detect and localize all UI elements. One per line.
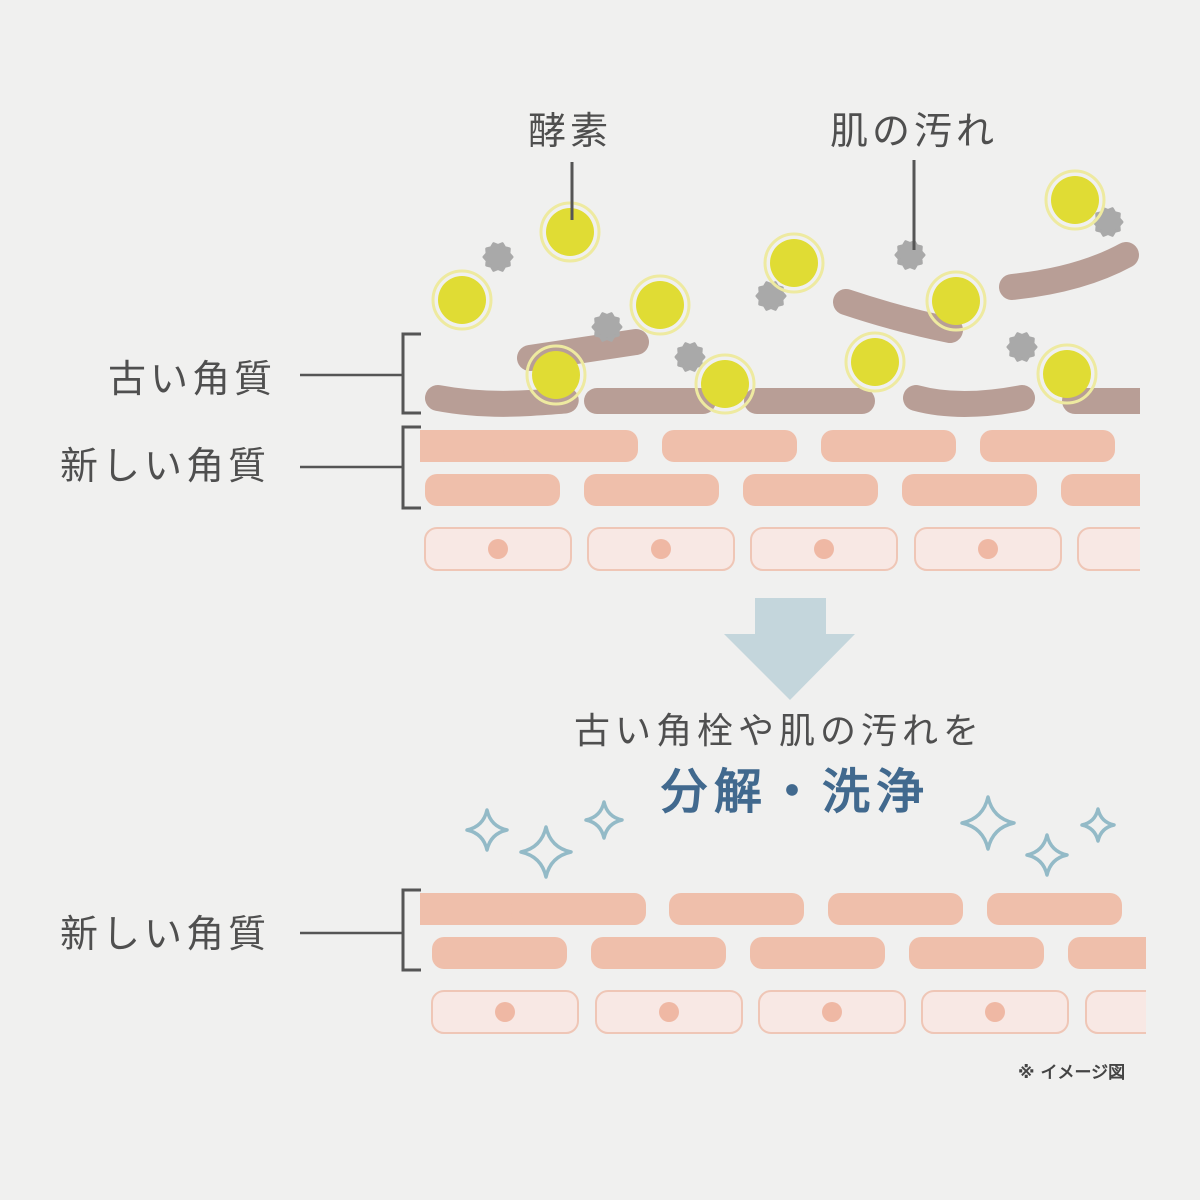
new-keratin-bracket-bottom [401, 888, 421, 972]
enzyme-particle [701, 360, 749, 408]
new-keratin-brick [591, 937, 726, 969]
dirt-particle [674, 342, 706, 372]
sparkle-icon [960, 795, 1016, 851]
new-keratin-brick [1061, 474, 1140, 506]
cell-nucleus [822, 1002, 842, 1022]
new-keratin-brick [909, 937, 1044, 969]
new-keratin-bracket-top [401, 425, 421, 510]
new-keratin-label-bottom: 新しい角質 [60, 912, 271, 956]
new-keratin-brick [987, 893, 1122, 925]
enzyme-ring [844, 331, 906, 393]
cell-nucleus [978, 539, 998, 559]
new-keratin-brick [750, 937, 885, 969]
enzyme-ring [763, 232, 825, 294]
enzyme-ring [1044, 169, 1106, 231]
enzyme-ring [431, 269, 493, 331]
old-keratin-flake [903, 385, 1035, 417]
sparkle-icon [1080, 807, 1116, 843]
old-keratin-flake [833, 289, 963, 343]
sparkle-icon [519, 825, 573, 879]
new-keratin-brick [584, 474, 719, 506]
new-keratin-brick [902, 474, 1037, 506]
cell-nucleus [659, 1002, 679, 1022]
new-keratin-brick [1068, 937, 1146, 969]
sparkle-icon [584, 800, 624, 840]
enzyme-particle [636, 281, 684, 329]
skin-dirt-label: 肌の汚れ [830, 109, 999, 153]
headline-decompose-cleanse: 分解・洗浄 [660, 764, 931, 820]
dirt-particle [894, 240, 926, 270]
cell-nucleus [488, 539, 508, 559]
cell-nucleus [651, 539, 671, 559]
new-keratin-brick [980, 430, 1115, 462]
enzyme-ring [525, 344, 587, 406]
new-keratin-brick [420, 893, 535, 925]
enzyme-ring [629, 274, 691, 336]
old-keratin-flake [425, 385, 579, 417]
skin-cell [1085, 990, 1146, 1034]
enzyme-particle [438, 276, 486, 324]
caption-line: 古い角栓や肌の汚れを [574, 711, 985, 752]
dirt-particle [755, 281, 787, 311]
old-keratin-bracket [401, 332, 421, 415]
new-keratin-brick [425, 474, 560, 506]
enzyme-ring [694, 353, 756, 415]
sparkle-icon [465, 808, 509, 852]
new-keratin-brick [511, 893, 646, 925]
new-keratin-brick [432, 937, 567, 969]
enzyme-particle [532, 351, 580, 399]
dirt-particle [482, 242, 514, 272]
enzyme-particle [770, 239, 818, 287]
enzyme-label: 酵素 [528, 109, 613, 153]
new-keratin-brick [662, 430, 797, 462]
enzyme-particle [932, 277, 980, 325]
new-keratin-brick [828, 893, 963, 925]
enzyme-particle [1051, 176, 1099, 224]
new-keratin-brick [503, 430, 638, 462]
skin-cell [1077, 527, 1140, 571]
enzyme-ring [1036, 343, 1098, 405]
enzyme-ring [539, 201, 601, 263]
down-arrow-icon [724, 598, 855, 700]
image-note: ※ イメージ図 [1018, 1063, 1126, 1083]
cell-nucleus [985, 1002, 1005, 1022]
enzyme-particle [546, 208, 594, 256]
dirt-particle [1092, 207, 1124, 237]
cell-nucleus [1149, 1002, 1169, 1022]
cell-nucleus [814, 539, 834, 559]
new-keratin-label-top: 新しい角質 [60, 444, 271, 488]
enzyme-particle [851, 338, 899, 386]
new-keratin-brick [743, 474, 878, 506]
dirt-particle [591, 312, 623, 342]
sparkle-icon [1025, 833, 1069, 877]
old-keratin-label: 古い角質 [108, 357, 277, 401]
dirt-particle [1006, 332, 1038, 362]
enzyme-ring [925, 270, 987, 332]
enzyme-particle [1043, 350, 1091, 398]
cell-nucleus [495, 1002, 515, 1022]
old-keratin-flake [999, 242, 1139, 300]
new-keratin-brick [669, 893, 804, 925]
cell-nucleus [1141, 539, 1161, 559]
new-keratin-brick [821, 430, 956, 462]
